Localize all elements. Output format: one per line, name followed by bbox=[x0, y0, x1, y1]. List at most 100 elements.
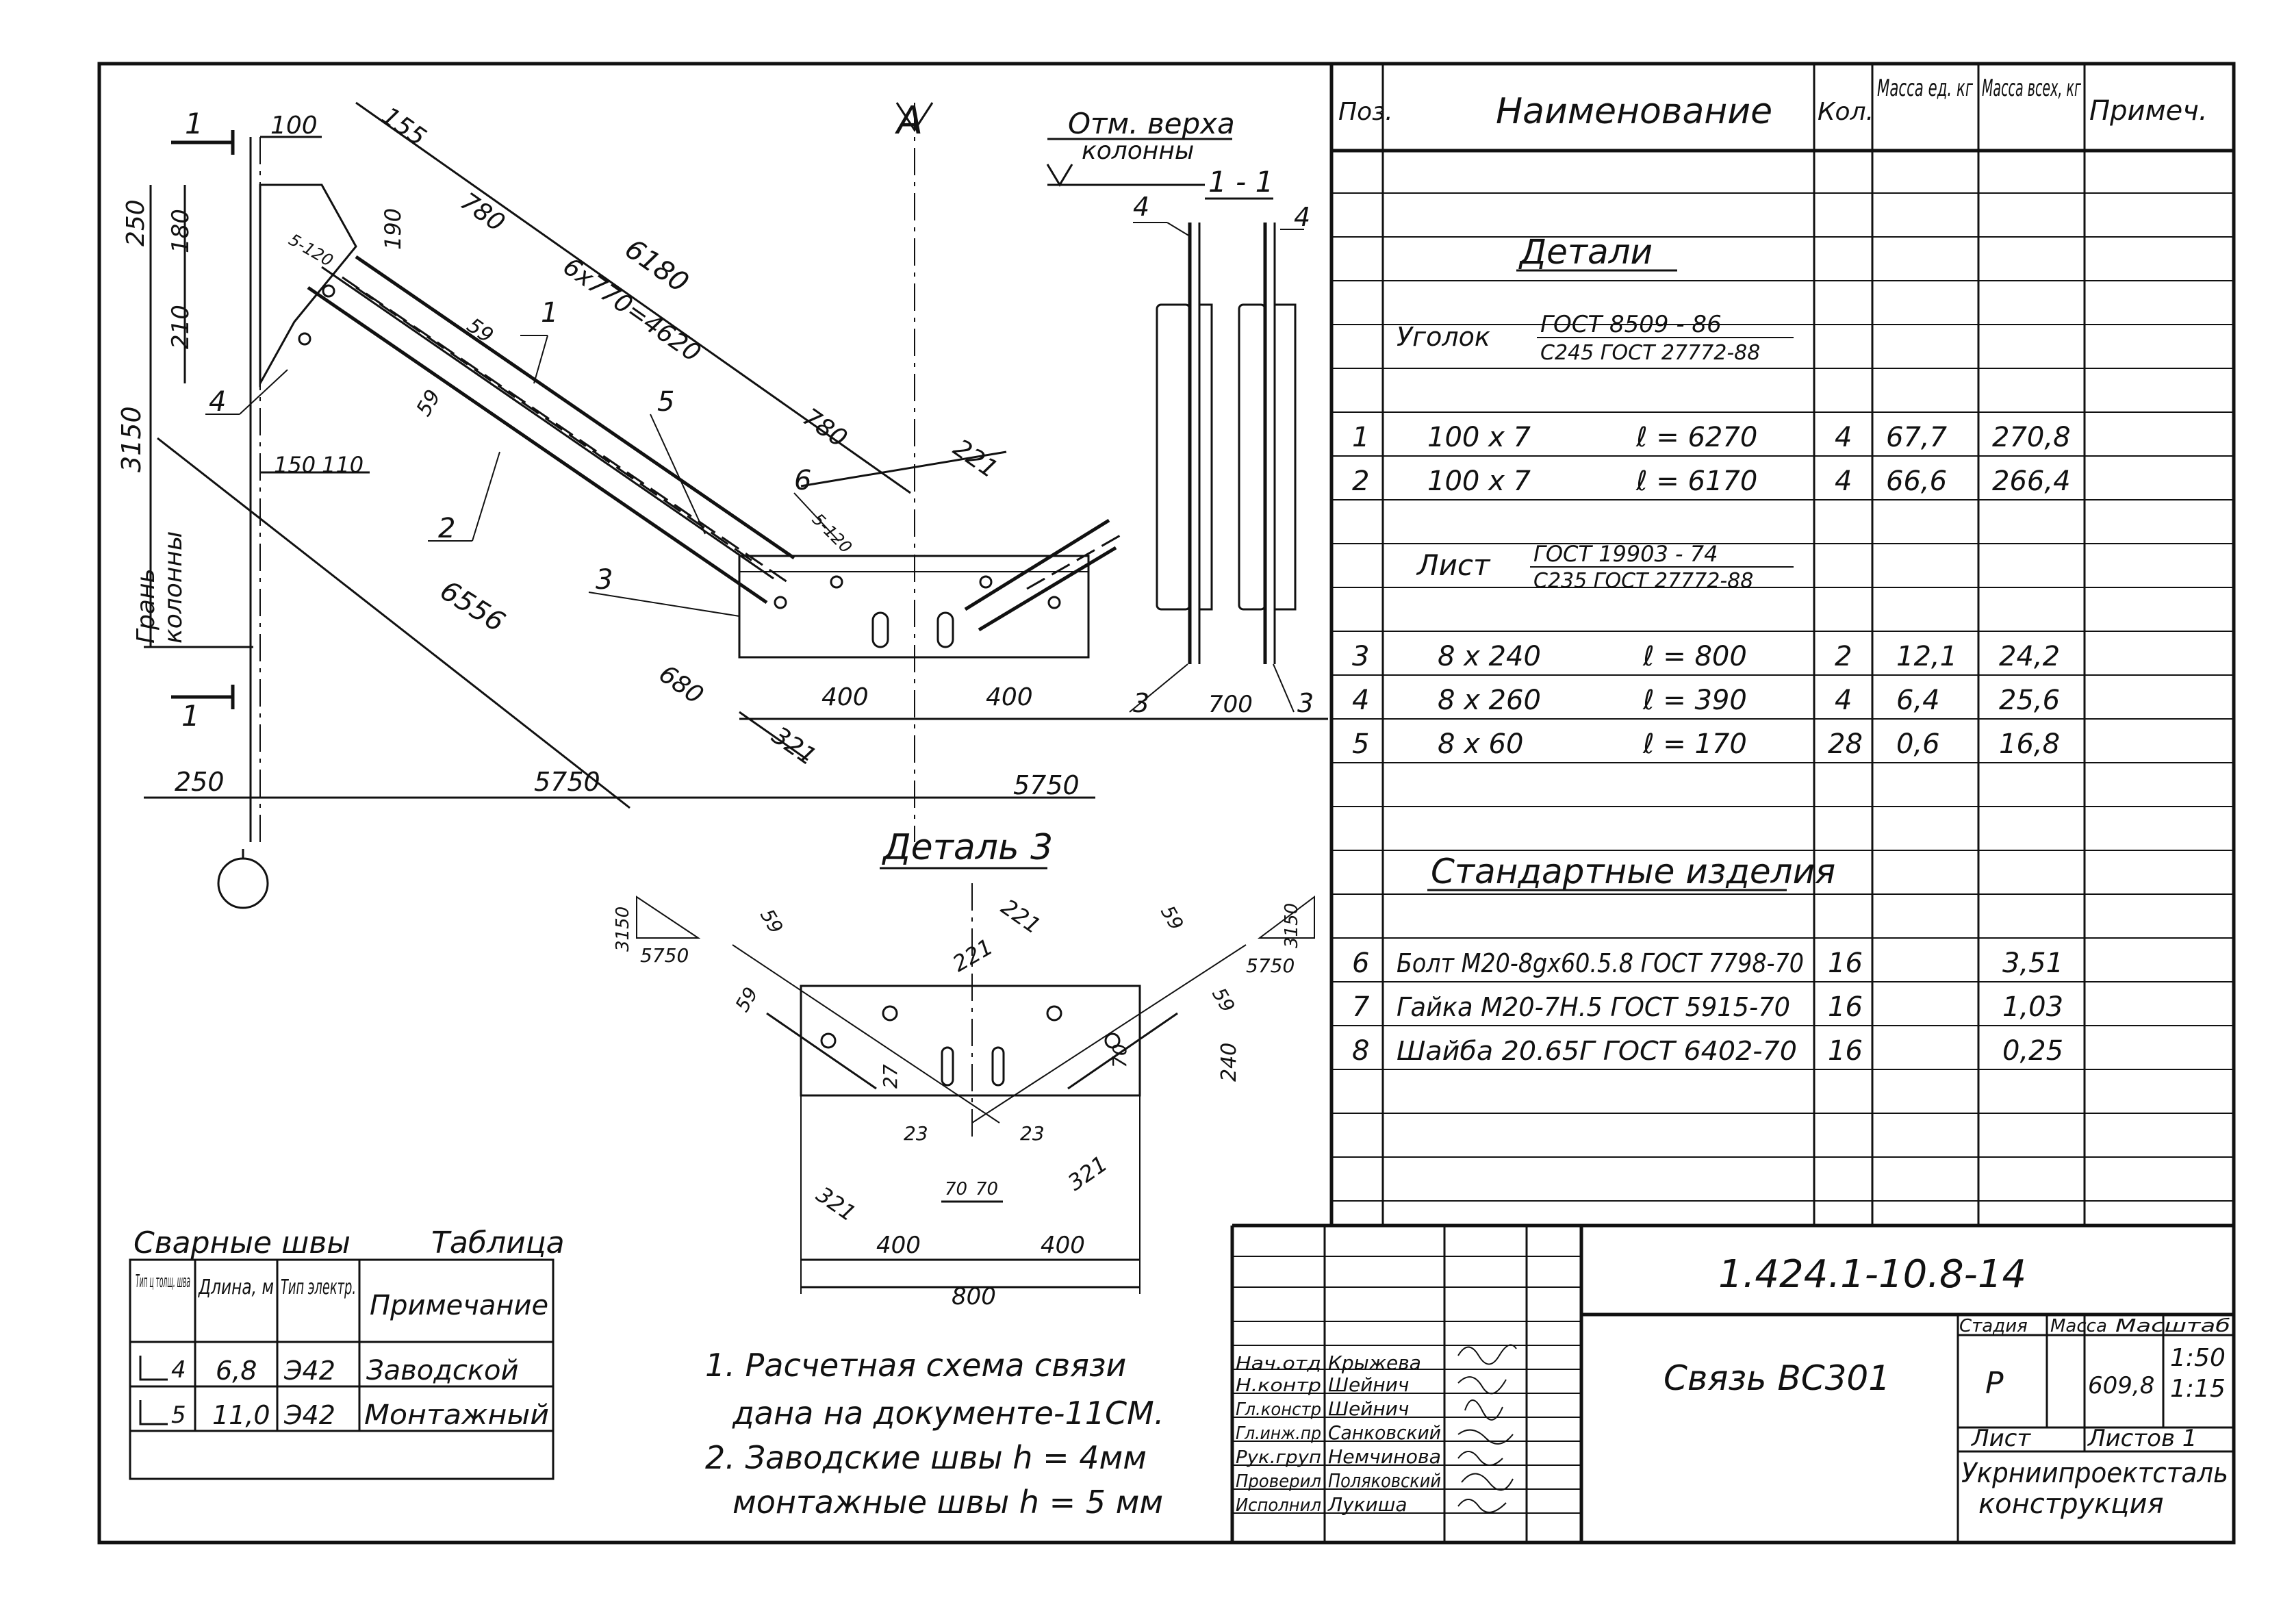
spec-cell: 3,51 bbox=[2002, 948, 2063, 979]
axis-arrow-icon bbox=[895, 102, 934, 132]
bottom-gusset-plate bbox=[738, 555, 1090, 659]
weld-cell: Монтажный bbox=[364, 1399, 549, 1431]
weld-symbol-icon bbox=[139, 1356, 168, 1381]
signature bbox=[1457, 1451, 1503, 1466]
bolt-hole bbox=[1047, 596, 1061, 609]
drawing-title: Связь ВС301 bbox=[1664, 1358, 1890, 1398]
staff-name: Санковский bbox=[1328, 1421, 1441, 1444]
spec-cell: 8 x 260 bbox=[1438, 685, 1541, 716]
dim-label: 321 bbox=[1063, 1150, 1112, 1195]
dim-label: 210 bbox=[167, 305, 194, 349]
spec-group-name: Лист bbox=[1416, 548, 1491, 582]
spec-header: Наименование bbox=[1496, 91, 1772, 132]
weld-table: Сварные швы Таблица Тип ц толщ. шва Длин… bbox=[129, 1226, 565, 1480]
pos-mark: 5 bbox=[657, 386, 674, 418]
section-mark-top: 1 bbox=[185, 107, 203, 140]
note-line: монтажные швы h = 5 мм bbox=[732, 1484, 1163, 1521]
spec-cell: 2 bbox=[1352, 466, 1369, 497]
dim-label: 59 bbox=[730, 983, 762, 1015]
dim-label: 23 bbox=[904, 1122, 928, 1145]
elevation-arrow-icon bbox=[1046, 164, 1073, 187]
mass-label: Масса bbox=[2050, 1316, 2107, 1336]
spec-group-std: ГОСТ 19903 - 74 bbox=[1533, 541, 1718, 567]
bolt-hole bbox=[1046, 1005, 1062, 1022]
dim-label: 221 bbox=[948, 434, 1003, 484]
dim-label: 150 bbox=[274, 452, 316, 478]
spec-group-std: С245 ГОСТ 27772-88 bbox=[1540, 341, 1760, 365]
staff-role: Н.контр bbox=[1236, 1375, 1321, 1396]
weld-table-caption: Сварные швы bbox=[133, 1226, 351, 1260]
staff-role: Гл.констр bbox=[1236, 1399, 1321, 1420]
dim-label: 100 bbox=[270, 112, 318, 140]
signature bbox=[1461, 1473, 1514, 1491]
weld-cell: 4 bbox=[171, 1356, 186, 1384]
organization: Укрниипроектсталь bbox=[1961, 1458, 2228, 1489]
note-line: 2. Заводские швы h = 4мм bbox=[705, 1439, 1147, 1476]
dim-label: 23 bbox=[1020, 1122, 1045, 1145]
pos-mark: 4 bbox=[1133, 192, 1149, 222]
dim-label: 180 bbox=[167, 209, 194, 253]
dim-label: 221 bbox=[948, 933, 997, 976]
detail-3: Деталь 3 3150 5750 59 221 221 59 5750 31… bbox=[613, 827, 1315, 1310]
scale-value: 1:50 bbox=[2170, 1344, 2226, 1372]
spec-cell: 67,7 bbox=[1886, 422, 1948, 453]
dim-label: 321 bbox=[767, 722, 821, 772]
column-face-label: Грань bbox=[132, 568, 160, 644]
notes: 1. Расчетная схема связи дана на докумен… bbox=[705, 1347, 1164, 1521]
elevation-sublabel: колонны bbox=[1082, 137, 1194, 165]
spec-cell: 4 bbox=[1352, 685, 1369, 716]
spec-group-std: ГОСТ 8509 - 86 bbox=[1540, 311, 1722, 338]
dim-label: 250 bbox=[122, 199, 150, 246]
staff-role: Нач.отд bbox=[1236, 1354, 1321, 1374]
spec-cell: ℓ = 6270 bbox=[1635, 422, 1757, 453]
sheets-label: Листов 1 bbox=[2087, 1425, 2197, 1452]
section-plate-left bbox=[1156, 303, 1191, 611]
bolt-hole bbox=[820, 1032, 837, 1049]
weld-cell: Э42 bbox=[283, 1356, 335, 1386]
dim-label: 59 bbox=[1208, 984, 1239, 1016]
dim-label: 680 bbox=[654, 660, 709, 710]
spec-section-title: Детали bbox=[1518, 232, 1653, 272]
spec-cell: 4 bbox=[1835, 466, 1852, 497]
dim-label: 59 bbox=[412, 385, 446, 420]
spec-cell: 2 bbox=[1835, 641, 1852, 672]
section-mark-bottom: 1 bbox=[181, 699, 200, 733]
pos-mark: 4 bbox=[209, 386, 226, 418]
spec-cell: ℓ = 6170 bbox=[1635, 466, 1757, 497]
bolt-hole bbox=[830, 575, 843, 589]
stage-label: Стадия bbox=[1959, 1316, 2028, 1336]
spec-cell: 28 bbox=[1828, 728, 1863, 760]
dim-label: 70 bbox=[976, 1179, 998, 1200]
section-plate-right bbox=[1238, 303, 1266, 611]
spec-cell: 266,4 bbox=[1992, 466, 2071, 497]
spec-row-lines bbox=[1331, 192, 2234, 1202]
spec-cell: Болт М20-8gx60.5.8 ГОСТ 7798-70 bbox=[1397, 948, 1804, 978]
spec-header: Примеч. bbox=[2089, 95, 2208, 127]
spec-cell: 0,6 bbox=[1896, 728, 1940, 760]
staff-name: Поляковский bbox=[1328, 1469, 1441, 1492]
dim-label: 400 bbox=[821, 683, 869, 711]
weld-cell: Заводской bbox=[366, 1355, 518, 1386]
spec-cell: 4 bbox=[1835, 422, 1852, 453]
weld-header: Тип ц толщ. шва bbox=[136, 1271, 190, 1292]
dim-label: 400 bbox=[1041, 1232, 1085, 1259]
spec-cell: 270,8 bbox=[1992, 422, 2071, 453]
weld-header: Тип электр. bbox=[281, 1276, 356, 1299]
slot-hole bbox=[991, 1046, 1005, 1087]
dim-label: 3150 bbox=[116, 406, 146, 472]
pos-mark: 6 bbox=[794, 465, 811, 496]
spec-cell: 4 bbox=[1835, 685, 1852, 716]
weld-symbol-icon bbox=[139, 1400, 168, 1425]
note-line: 1. Расчетная схема связи bbox=[705, 1347, 1126, 1384]
spec-cell: 7 bbox=[1352, 991, 1370, 1023]
pos-mark: 3 bbox=[1297, 688, 1314, 718]
bolt-hole bbox=[979, 575, 993, 589]
axis-bubble bbox=[217, 857, 269, 909]
spec-cell: ℓ = 390 bbox=[1642, 685, 1747, 716]
dim-line-6556 bbox=[157, 437, 630, 809]
spec-cell: ℓ = 800 bbox=[1642, 641, 1747, 672]
pos-mark: 1 bbox=[541, 297, 558, 329]
detail-title: Деталь 3 bbox=[882, 827, 1053, 868]
spec-group-std: С235 ГОСТ 27772-88 bbox=[1533, 569, 1753, 593]
